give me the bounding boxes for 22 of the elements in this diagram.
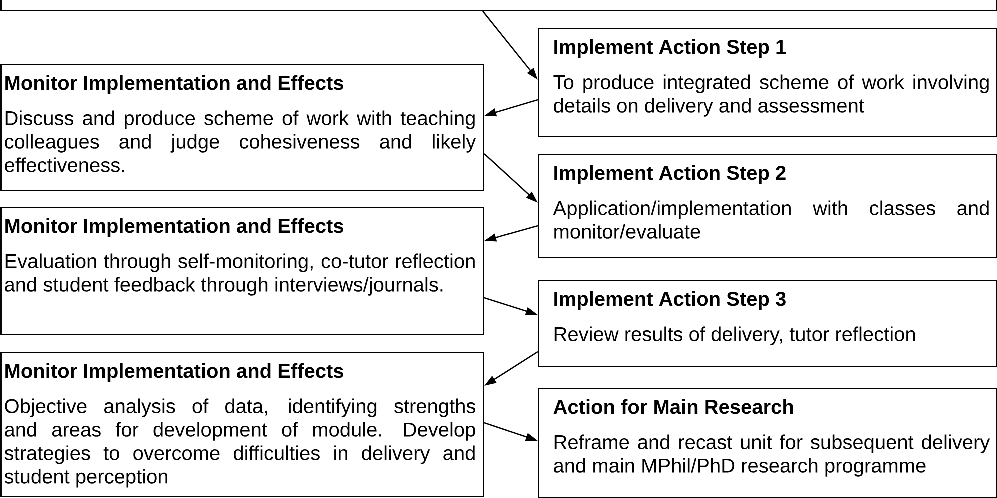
heading: Monitor Implementation and Effects [6, 364, 344, 382]
heading: Implement Action Step 3 [554, 292, 786, 310]
step-box [0, 352, 484, 498]
step-box [538, 28, 997, 138]
step-box [0, 207, 484, 336]
description: Evaluation through self-monitoring, co-tutor reflection and student feedback through interviews/journals. [5, 254, 475, 296]
step-box [538, 388, 997, 498]
step-box [0, 0, 997, 12]
heading: Implement Action Step 2 [554, 166, 786, 184]
step-box [538, 280, 997, 368]
heading: Action for Main Research [554, 400, 794, 414]
step-box [0, 64, 484, 192]
heading: Implement Action Step 1 [554, 40, 786, 58]
description: Reframe and recast unit for subsequent delivery and main MPhil/PhD research programme [554, 434, 990, 477]
description: Objective analysis of data, identifying strengths and areas for development of module. Develop strategies to overcome difficulties in delivery and student perception [4, 398, 476, 488]
description: Application/implementation with classes and monitor/evaluate [553, 200, 989, 239]
heading: Monitor Implementation and Effects [6, 76, 344, 94]
description: Review results of delivery, tutor reflection [554, 326, 916, 346]
heading: Monitor Implementation and Effects [6, 218, 344, 238]
description: Discuss and produce scheme of work with teaching colleagues and judge cohesiveness and likely effectiveness. [5, 110, 476, 172]
step-box [538, 154, 997, 258]
description: To produce integrated scheme of work involving details on delivery and assessment [554, 74, 989, 117]
